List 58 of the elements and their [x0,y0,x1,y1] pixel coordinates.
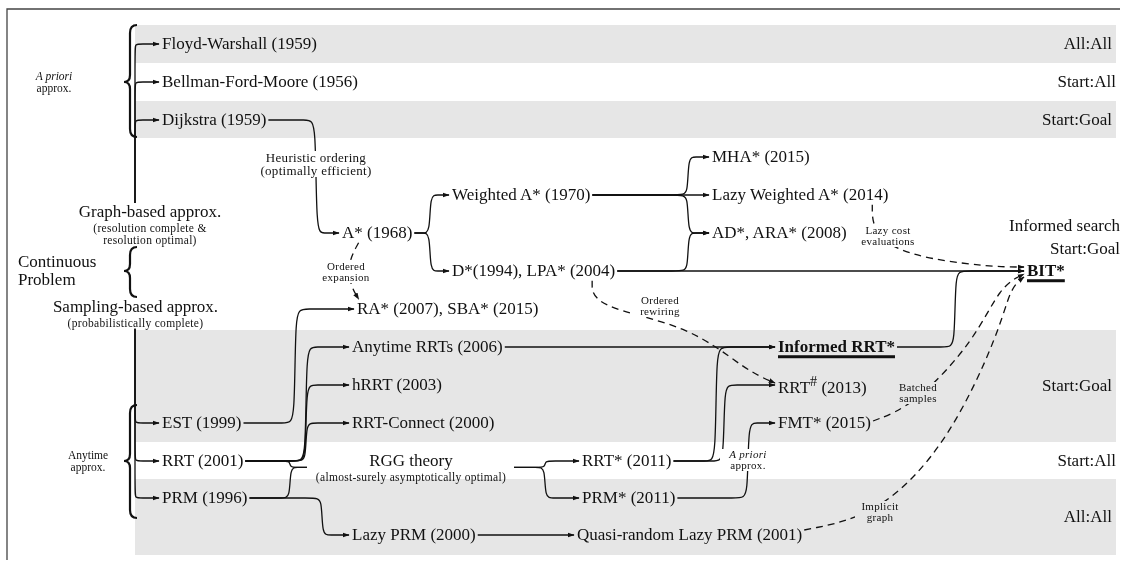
group-label: A priori approx. [34,69,74,95]
category-label: RGG theory [368,452,454,471]
row-label: Start:All [1057,452,1116,470]
algorithm-label: A* (1968) [340,223,415,243]
algorithm-label: FMT* (2015) [776,413,874,433]
category-note: (almost-surely asymptotically optimal) [314,470,508,483]
dashed-arrow [871,204,1025,270]
algorithm-label: D*(1994), LPA* (2004) [450,261,618,281]
row-label: All:All [1063,507,1112,527]
arrow [134,117,160,204]
algorithm-label: MHA* (2015) [710,147,812,167]
row-label: Start:Goal [1050,240,1120,258]
category-note: (resolution complete & resolution optimal) [92,221,208,246]
row-band [135,101,1116,138]
group-label: Informed search [1009,217,1120,235]
arrow [896,268,1025,348]
arrow [134,328,160,501]
category-label: Sampling-based approx. [51,298,220,317]
arrow [242,306,355,424]
algorithm-label: RA* (2007), SBA* (2015) [355,299,541,319]
dashed-arrow [872,273,1025,422]
algorithm-label: Lazy Weighted A* (2014) [710,185,891,205]
row-band [135,25,1116,63]
arrow [477,532,575,538]
row-label: Start:Goal [1042,109,1112,130]
row-label: Start:All [1057,73,1116,91]
algorithm-label: BIT* [1025,261,1067,281]
dashed-arrow [348,242,360,300]
algorithm-label: RRT (2001) [160,451,246,471]
algorithm-label: RRT* (2011) [580,451,674,471]
algorithm-label: PRM (1996) [160,488,250,508]
arrow [248,497,350,538]
dashed-arrow [803,276,1025,531]
algorithm-label: Informed RRT* [776,337,897,357]
arrow [413,232,450,274]
algorithm-label: EST (1999) [160,413,244,433]
row-band [135,330,1116,442]
dashed-arrow [591,280,776,384]
row-label: Start:Goal [1042,376,1112,396]
algorithm-label: RRT$^{#}$ (2013) [776,372,869,398]
category-label: Graph-based approx. [77,203,223,222]
row-label: All:All [1063,34,1112,54]
category-note: (probabilistically complete) [66,316,205,329]
algorithm-label: Floyd-Warshall (1959) [160,34,319,54]
algorithm-label: PRM* (2011) [580,488,678,508]
algorithm-label: Anytime RRTs (2006) [350,337,505,357]
group-label: Anytime approx. [66,448,110,474]
algorithm-label: AD*, ARA* (2008) [710,223,849,243]
arrow [513,466,580,501]
arrow [672,382,776,462]
algorithm-label: Lazy PRM (2000) [350,525,478,545]
root-label: Continuous Problem [18,253,98,289]
algorithm-label: Dijkstra (1959) [160,110,269,130]
algorithm-label: hRRT (2003) [350,375,444,395]
algorithm-label: Bellman-Ford-Moore (1956) [160,72,360,92]
algorithm-label: Weighted A* (1970) [450,185,593,205]
algorithm-label: RRT-Connect (2000) [350,413,497,433]
algorithm-label: Quasi-random Lazy PRM (2001) [575,525,805,545]
